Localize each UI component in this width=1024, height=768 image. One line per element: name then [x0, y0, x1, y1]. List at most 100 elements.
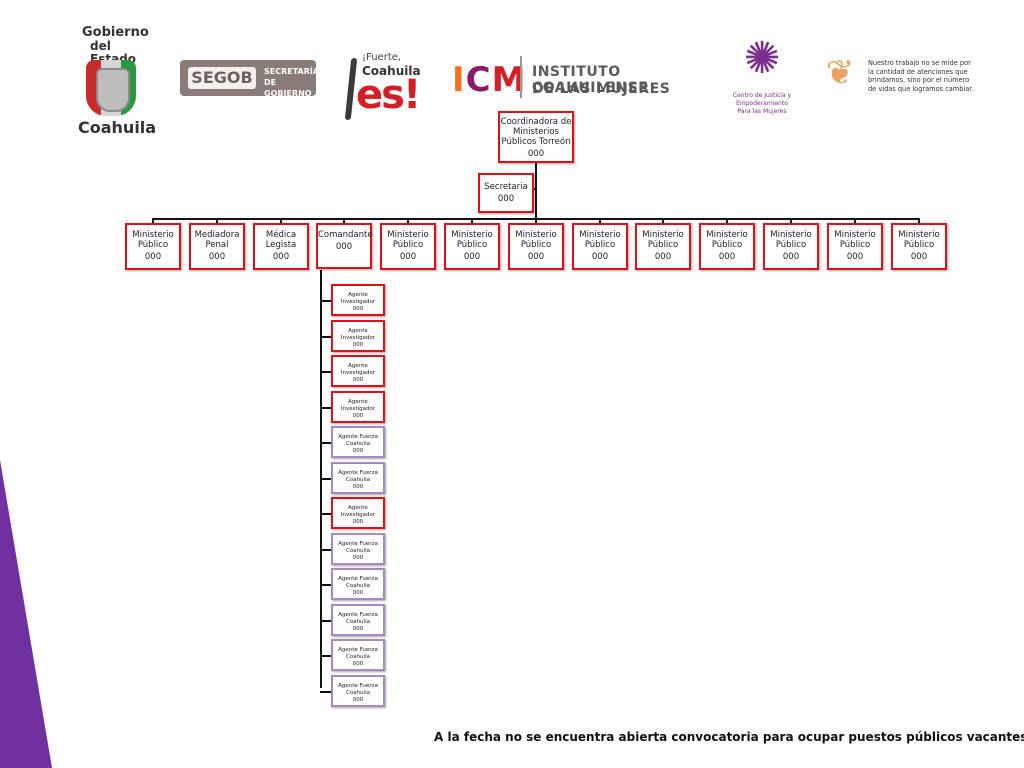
org-level2-box: Ministerio Público 000	[444, 223, 500, 270]
agent-connector	[320, 584, 331, 586]
centro-justicia-text: Centro de Justicia y Empoderamiento Para…	[732, 92, 792, 115]
agent-connector	[320, 300, 331, 302]
agent-count: 000	[352, 342, 364, 348]
org-level2-box: Médica Legista 000	[253, 223, 309, 270]
secretaria-count: 000	[497, 194, 515, 204]
fuerte-big-text: es!	[356, 72, 421, 118]
agent-title: Agente Fuerza Coahuila	[338, 470, 378, 483]
icm-divider	[520, 56, 522, 98]
level2-count: 000	[910, 252, 928, 262]
agent-connector	[320, 691, 331, 693]
secretaria-title: Secretaria	[484, 182, 528, 192]
mission-quote: Nuestro trabajo no se mide por la cantid…	[868, 59, 974, 93]
level2-title: Ministerio Público	[515, 230, 557, 250]
level2-count: 000	[782, 252, 800, 262]
connector-drop	[662, 218, 664, 224]
fuerte-small-text: ¡Fuerte,	[362, 52, 402, 63]
flower-icon: ✺	[743, 33, 781, 84]
fuerte-coahuila-logo: ¡Fuerte, Coahuila es!	[344, 52, 424, 124]
agent-title: Agente Investigador	[340, 363, 376, 376]
agent-title: Agente Fuerza Coahuila	[338, 683, 378, 696]
level2-title: Ministerio Público	[834, 230, 876, 250]
level2-count: 000	[718, 252, 736, 262]
root-count: 000	[527, 149, 545, 159]
agent-count: 000	[352, 590, 364, 596]
segob-main-text: SEGOB	[188, 67, 256, 89]
agent-count: 000	[352, 555, 364, 561]
connector-drop	[535, 218, 537, 224]
icm-logo: ICM INSTITUTO COAHUILENSE DE LAS MUJERES	[452, 54, 712, 102]
level2-count: 000	[463, 252, 481, 262]
agent-title: Agente Investigador	[340, 328, 376, 341]
agent-connector	[320, 407, 331, 409]
gobierno-text: Gobierno	[82, 25, 149, 40]
segob-sub-text: SECRETARÍA DE GOBIERNO	[264, 67, 320, 98]
level2-title: Ministerio Público	[642, 230, 684, 250]
gobierno-coahuila-logo: Gobierno del Estado Coahuila	[64, 24, 157, 137]
connector-drop	[918, 218, 920, 224]
level2-title: Ministerio Público	[579, 230, 621, 250]
agent-connector	[320, 336, 331, 338]
agent-count: 000	[352, 519, 364, 525]
agent-connector	[320, 513, 331, 515]
agent-connector	[320, 371, 331, 373]
icm-line1: INSTITUTO COAHUILENSE	[532, 64, 649, 96]
connector-drop	[599, 218, 601, 224]
agent-title: Agente Investigador	[340, 505, 376, 518]
icm-letters: ICM	[452, 60, 526, 100]
level2-title: Médica Legista	[265, 230, 297, 250]
agent-connector	[320, 549, 331, 551]
connector-drop	[407, 218, 409, 224]
vacancy-notice: A la fecha no se encuentra abierta convo…	[434, 730, 1024, 744]
level2-count: 000	[208, 252, 226, 262]
level2-count: 000	[654, 252, 672, 262]
centro-justicia-logo: ✺ Centro de Justicia y Empoderamiento Pa…	[732, 34, 792, 118]
agent-count: 000	[352, 661, 364, 667]
org-level2-box: Ministerio Público 000	[508, 223, 564, 270]
level2-title: Ministerio Público	[451, 230, 493, 250]
agent-connector	[320, 442, 331, 444]
connector-drop	[854, 218, 856, 224]
root-title: Coordinadora de Ministerios Públicos Tor…	[500, 117, 572, 147]
org-secretaria: Secretaria 000	[478, 173, 534, 213]
agent-title: Agente Investigador	[340, 399, 376, 412]
connector-root-vertical	[535, 162, 537, 222]
agent-count: 000	[352, 697, 364, 703]
connector-drop	[790, 218, 792, 224]
agent-connector	[320, 620, 331, 622]
fuerte-mid-text: Coahuila	[362, 64, 421, 78]
connector-drop	[216, 218, 218, 224]
connector-drop	[471, 218, 473, 224]
level2-count: 000	[399, 252, 417, 262]
connector-drop	[343, 218, 345, 224]
level2-count: 000	[527, 252, 545, 262]
level2-title: Ministerio Público	[898, 230, 940, 250]
level2-title: Ministerio Público	[387, 230, 429, 250]
connector-drop	[726, 218, 728, 224]
org-level2-box: Ministerio Público 000	[380, 223, 436, 270]
coahuila-text: Coahuila	[78, 118, 157, 137]
level2-count: 000	[144, 252, 162, 262]
icm-i: I	[452, 60, 466, 100]
agent-title: Agente Fuerza Coahuila	[338, 612, 378, 625]
agent-title: Agente Fuerza Coahuila	[338, 434, 378, 447]
agent-title: Agente Fuerza Coahuila	[338, 541, 378, 554]
agent-count: 000	[352, 448, 364, 454]
level2-count: 000	[272, 252, 290, 262]
icm-m: M	[491, 60, 527, 100]
